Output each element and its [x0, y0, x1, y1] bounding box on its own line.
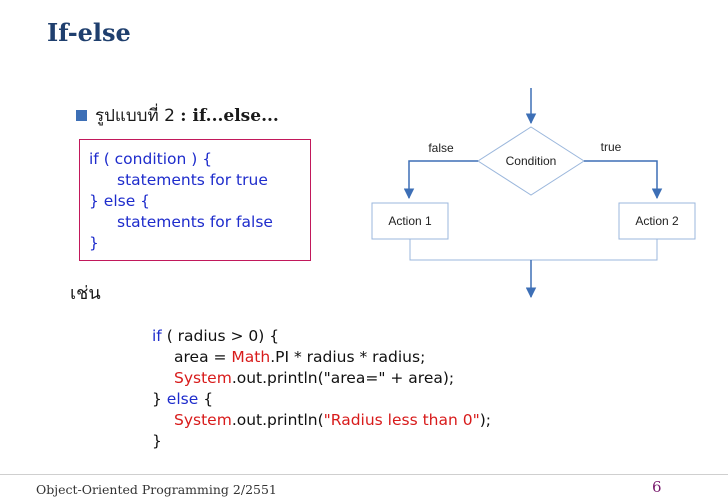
example-print-area: .out.println("area=" + area);: [231, 369, 455, 387]
syntax-for-true: for true: [209, 171, 268, 189]
example-else-keyword: else: [166, 390, 199, 408]
bullet-text: รูปแบบที่ 2 : if...else...: [95, 102, 279, 129]
syntax-line-true: statements for true: [89, 170, 310, 191]
true-label: true: [601, 140, 622, 154]
example-line-close: }: [152, 432, 162, 450]
example-system-class-2: System: [174, 411, 232, 429]
example-line-if: if ( radius > 0) {: [152, 326, 491, 347]
syntax-for-false: for false: [209, 213, 273, 231]
example-line-print-area: System.out.println("area=" + area);: [152, 368, 491, 389]
footer-divider: [0, 474, 728, 475]
format-label-code: : if...else...: [180, 106, 279, 126]
syntax-statements-false: statements: [117, 213, 210, 231]
example-line-print-neg: System.out.println("Radius less than 0")…: [152, 410, 491, 431]
example-line-else: } else {: [152, 389, 491, 410]
example-string-literal: "Radius less than 0": [323, 411, 480, 429]
syntax-line-if: if ( condition ) {: [89, 150, 213, 168]
syntax-statements-true: statements: [117, 171, 210, 189]
action1-label: Action 1: [388, 214, 432, 228]
action2-label: Action 2: [635, 214, 679, 228]
example-call-end: );: [479, 411, 492, 429]
slide-title: If-else: [47, 18, 131, 47]
square-bullet-icon: [76, 110, 87, 121]
example-system-class: System: [174, 369, 232, 387]
example-label: เช่น: [70, 283, 101, 304]
example-code: if ( radius > 0) { area = Math.PI * radi…: [152, 326, 491, 452]
example-print-call: .out.println(: [231, 411, 324, 429]
syntax-box: if ( condition ) { statements for true }…: [79, 139, 311, 261]
example-area-assign: area =: [174, 348, 232, 366]
false-branch-arrow: [403, 160, 478, 200]
example-close-brace: }: [152, 390, 167, 408]
example-open-brace: {: [198, 390, 214, 408]
example-line-area: area = Math.PI * radius * radius;: [152, 347, 491, 368]
example-math-class: Math: [231, 348, 271, 366]
syntax-line-false: statements for false: [89, 212, 310, 233]
format-label-thai: รูปแบบที่ 2: [95, 106, 175, 126]
page-number: 6: [652, 478, 662, 496]
syntax-line-else: } else {: [89, 192, 151, 210]
true-branch-arrow: [584, 160, 663, 200]
footer-course: Object-Oriented Programming 2/2551: [36, 482, 277, 497]
example-area-expr: .PI * radius * radius;: [270, 348, 426, 366]
example-if-keyword: if: [152, 327, 162, 345]
false-label: false: [428, 141, 454, 155]
action1-box: [371, 202, 449, 240]
format-bullet: รูปแบบที่ 2 : if...else...: [76, 102, 279, 129]
condition-diamond: [477, 126, 585, 196]
merge-line: [409, 239, 658, 261]
syntax-line-close: }: [89, 234, 99, 252]
example-if-condition: ( radius > 0) {: [161, 327, 280, 345]
condition-label: Condition: [506, 154, 557, 168]
